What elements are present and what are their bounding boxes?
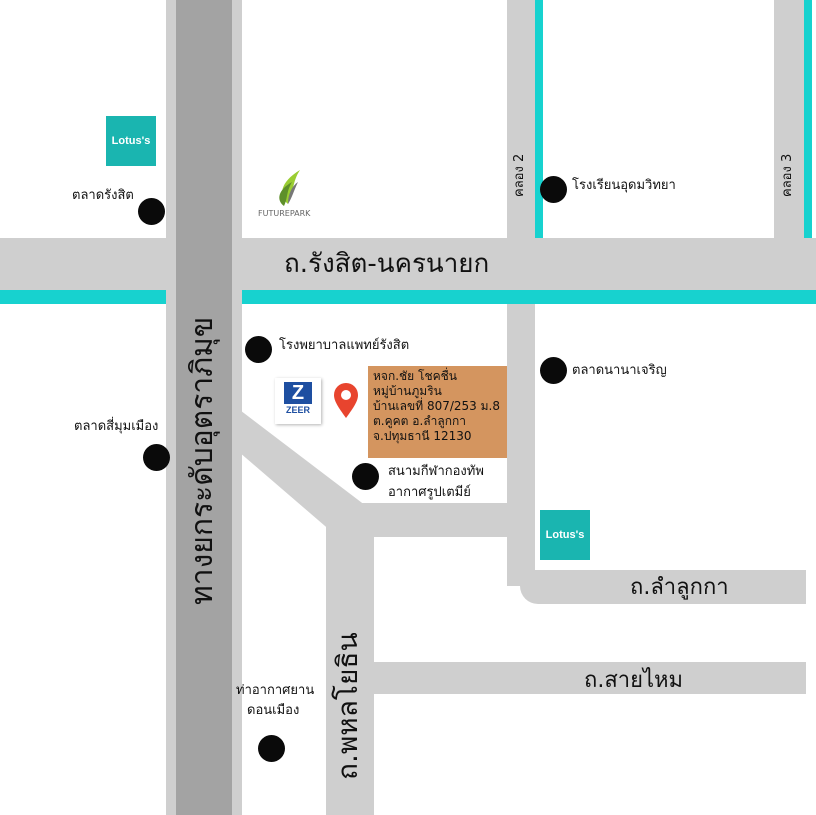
poi-label-stadium-2: อากาศรูปเตมีย์ — [388, 485, 471, 500]
road-rangsit-nakhonnayok — [0, 238, 816, 290]
address-line-5: จ.ปทุมธานี 12130 — [373, 429, 472, 443]
address-line-3: บ้านเลขที่ 807/253 ม.8 — [373, 399, 500, 413]
label-lamlukka: ถ.ลำลูกกา — [630, 575, 729, 600]
location-pin-icon — [334, 383, 358, 418]
label-saimai: ถ.สายไหม — [584, 668, 684, 693]
lotus-logo-north: Lotus's — [106, 116, 156, 166]
poi-label-talat-nana: ตลาดนานาเจริญ — [572, 363, 667, 378]
lotus-logo-text: Lotus's — [111, 135, 151, 147]
road-phahonyothin — [326, 520, 374, 815]
label-rangsit-nakhonnayok: ถ.รังสิต-นครนายก — [284, 249, 490, 279]
poi-label-hospital: โรงพยาบาลแพทย์รังสิต — [279, 338, 410, 353]
address-line-4: ต.คูคต อ.ลำลูกกา — [373, 414, 467, 428]
road-khlong2 — [507, 0, 535, 238]
future-park-leaf-icon — [279, 170, 300, 206]
poi-label-stadium-1: สนามกีฬากองทัพ — [388, 464, 484, 479]
road-khlong3 — [774, 0, 804, 238]
label-highway: ทางยกระดับอุตราภิมุข — [185, 316, 220, 605]
road-highway — [176, 0, 232, 815]
poi-label-airport-1: ท่าอากาศยาน — [236, 683, 315, 698]
poi-dot-stadium — [352, 463, 379, 490]
label-khlong2: คลอง 2 — [512, 153, 527, 197]
canal-north-edge — [535, 0, 543, 240]
poi-label-school: โรงเรียนอุดมวิทยา — [572, 178, 676, 193]
poi-label-airport-2: ดอนเมือง — [247, 703, 300, 718]
poi-dot-school — [540, 176, 567, 203]
highway-edge-left — [166, 0, 176, 815]
address-box: หจก.ชัย โชคชื่น หมู่บ้านภูมริน บ้านเลขที… — [368, 366, 507, 458]
future-park-logo: FUTUREPARK — [258, 168, 318, 220]
poi-dot-hospital — [245, 336, 272, 363]
poi-label-talat-rangsit: ตลาดรังสิต — [72, 188, 134, 203]
address-line-1: หจก.ชัย โชคชื่น — [373, 369, 457, 383]
highway-edge-right — [232, 0, 242, 815]
poi-label-talat-simum: ตลาดสี่มุมเมือง — [74, 419, 159, 434]
poi-dot-talat-nana — [540, 357, 567, 384]
lotus-logo-text: Lotus's — [545, 529, 585, 541]
canal-khlong3-edge — [804, 0, 812, 240]
road-lamlukka — [520, 570, 806, 604]
label-khlong3: คลอง 3 — [780, 153, 795, 197]
address-line-2: หมู่บ้านภูมริน — [373, 384, 442, 398]
zeer-logo-letter: Z — [284, 382, 312, 404]
zeer-logo-name: ZEER — [285, 405, 310, 415]
label-phahonyothin: ถ.พหลโยธิน — [331, 632, 364, 780]
future-park-label: FUTUREPARK — [258, 209, 311, 218]
poi-dot-talat-simum — [143, 444, 170, 471]
lotus-logo-south: Lotus's — [540, 510, 590, 560]
poi-dot-talat-rangsit — [138, 198, 165, 225]
zeer-logo: Z ZEER — [275, 378, 321, 424]
poi-dot-airport — [258, 735, 285, 762]
road-saimai — [374, 662, 806, 694]
road-khlong2-south — [507, 304, 535, 586]
